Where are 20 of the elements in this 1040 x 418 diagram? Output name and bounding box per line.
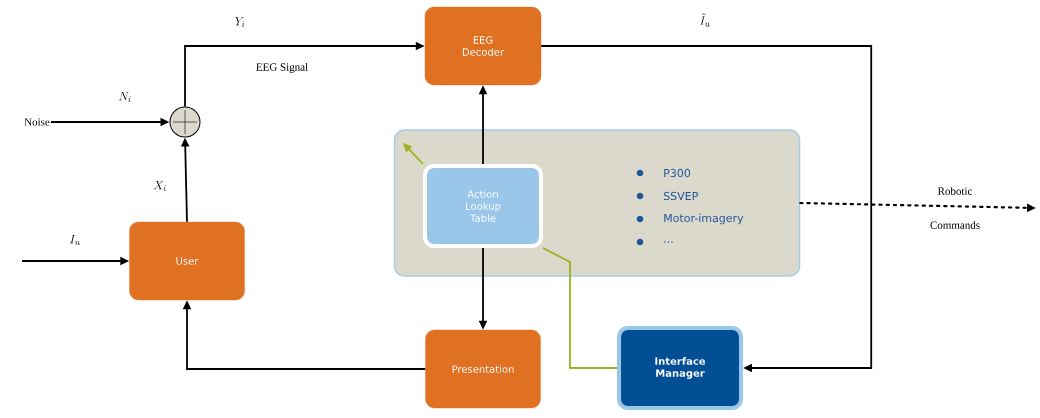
text-label: EEG Signal bbox=[256, 63, 308, 73]
bullet-item: SSVEP bbox=[636, 191, 698, 201]
edge-label: Robotic Commands bbox=[930, 187, 980, 229]
arrow bbox=[403, 143, 424, 165]
text-label: Noise bbox=[24, 118, 50, 126]
edge-label: $Y_i$ bbox=[235, 17, 245, 28]
process-box: Interface Manager bbox=[617, 326, 743, 410]
process-box: EEG Decoder bbox=[424, 6, 542, 86]
process-box: Presentation bbox=[425, 329, 541, 409]
edge-label: $X_i$ bbox=[153, 181, 166, 192]
edge-label: $\tilde{I}_u$ bbox=[700, 13, 710, 27]
bullet-item: Motor-imagery bbox=[636, 213, 744, 225]
process-box: User bbox=[129, 221, 245, 301]
arrow bbox=[540, 45, 873, 373]
table-box: Action Lookup Table bbox=[423, 164, 543, 248]
summing-junction bbox=[169, 106, 201, 138]
edge-label: $I_u$ bbox=[70, 235, 80, 246]
edge-label: $N_i$ bbox=[119, 92, 131, 103]
bullet-item: P300 bbox=[636, 168, 691, 178]
bullet-item: ... bbox=[636, 238, 673, 246]
